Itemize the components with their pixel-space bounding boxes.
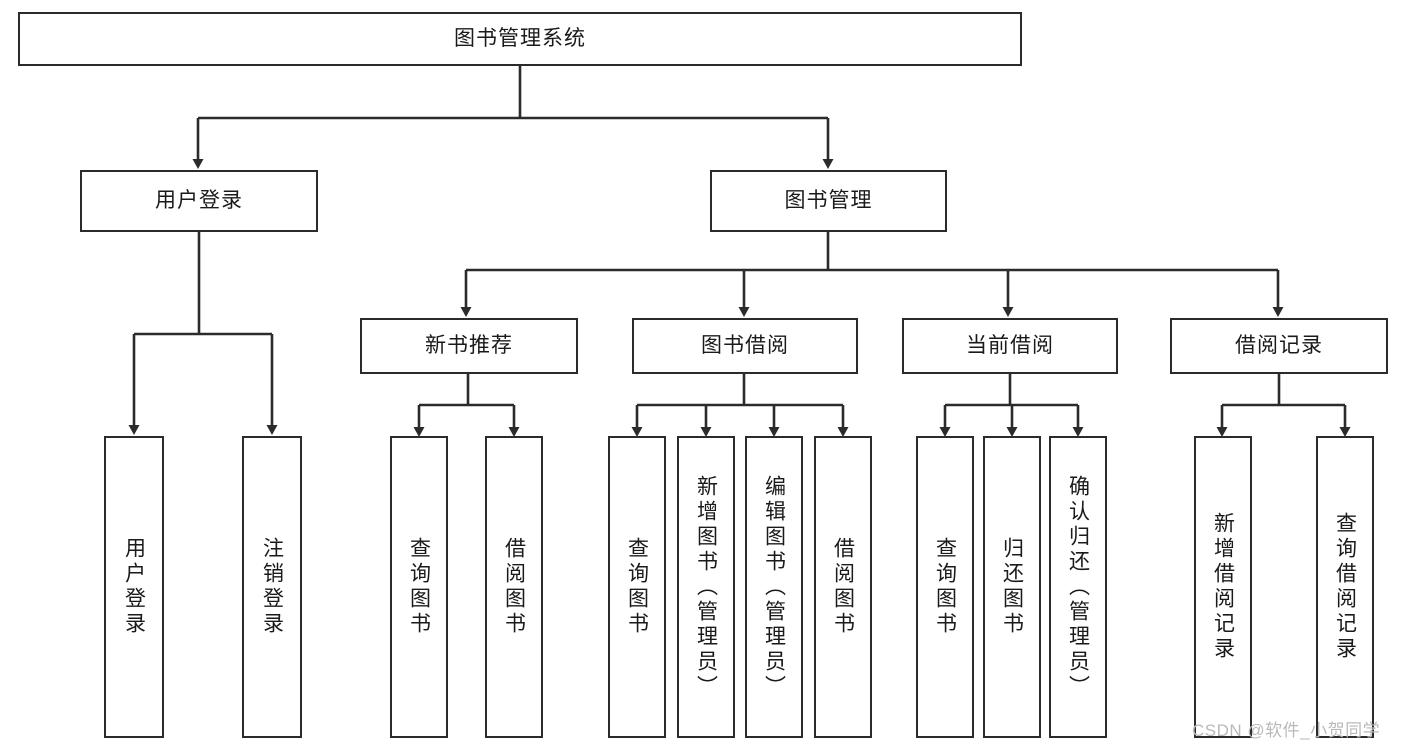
leaf-return-book-label: 归还图书 bbox=[1000, 537, 1024, 637]
node-root[interactable]: 图书管理系统 bbox=[18, 12, 1022, 66]
node-user-login[interactable]: 用户登录 bbox=[80, 170, 318, 232]
node-borrow-record-label: 借阅记录 bbox=[1235, 334, 1323, 358]
node-borrow-record[interactable]: 借阅记录 bbox=[1170, 318, 1388, 374]
leaf-query-borrow-record-label: 查询借阅记录 bbox=[1333, 512, 1357, 662]
leaf-edit-book-admin-label: 编辑图书（管理员） bbox=[762, 474, 786, 700]
node-user-login-label: 用户登录 bbox=[155, 189, 243, 213]
leaf-confirm-return-admin-label: 确认归还（管理员） bbox=[1066, 474, 1090, 700]
node-current-borrow[interactable]: 当前借阅 bbox=[902, 318, 1118, 374]
leaf-add-book-admin[interactable]: 新增图书（管理员） bbox=[677, 436, 735, 738]
leaf-edit-book-admin[interactable]: 编辑图书（管理员） bbox=[745, 436, 803, 738]
leaf-borrow-book[interactable]: 借阅图书 bbox=[814, 436, 872, 738]
node-book-borrow-label: 图书借阅 bbox=[701, 334, 789, 358]
node-book-management-label: 图书管理 bbox=[784, 189, 873, 213]
node-book-borrow[interactable]: 图书借阅 bbox=[632, 318, 858, 374]
leaf-borrow-book-recommend-label: 借阅图书 bbox=[502, 537, 526, 637]
leaf-query-borrow-record[interactable]: 查询借阅记录 bbox=[1316, 436, 1374, 738]
leaf-user-login-label: 用户登录 bbox=[122, 537, 146, 637]
node-book-management[interactable]: 图书管理 bbox=[710, 170, 947, 232]
node-root-label: 图书管理系统 bbox=[454, 27, 586, 51]
leaf-add-borrow-record-label: 新增借阅记录 bbox=[1211, 512, 1235, 662]
leaf-add-book-admin-label: 新增图书（管理员） bbox=[694, 474, 718, 700]
leaf-confirm-return-admin[interactable]: 确认归还（管理员） bbox=[1049, 436, 1107, 738]
leaf-query-book-current[interactable]: 查询图书 bbox=[916, 436, 974, 738]
node-current-borrow-label: 当前借阅 bbox=[966, 334, 1054, 358]
node-new-book-recommend[interactable]: 新书推荐 bbox=[360, 318, 578, 374]
leaf-query-book-recommend-label: 查询图书 bbox=[407, 537, 431, 637]
leaf-query-book-current-label: 查询图书 bbox=[933, 537, 957, 637]
leaf-borrow-book-label: 借阅图书 bbox=[831, 537, 855, 637]
leaf-return-book[interactable]: 归还图书 bbox=[983, 436, 1041, 738]
leaf-logout[interactable]: 注销登录 bbox=[242, 436, 302, 738]
leaf-user-login[interactable]: 用户登录 bbox=[104, 436, 164, 738]
node-new-book-recommend-label: 新书推荐 bbox=[425, 334, 513, 358]
leaf-logout-label: 注销登录 bbox=[260, 537, 284, 637]
leaf-add-borrow-record[interactable]: 新增借阅记录 bbox=[1194, 436, 1252, 738]
csdn-watermark: CSDN @软件_小贺同学 bbox=[1192, 721, 1381, 740]
leaf-borrow-book-recommend[interactable]: 借阅图书 bbox=[485, 436, 543, 738]
leaf-query-book-borrow-label: 查询图书 bbox=[625, 537, 649, 637]
leaf-query-book-recommend[interactable]: 查询图书 bbox=[390, 436, 448, 738]
leaf-query-book-borrow[interactable]: 查询图书 bbox=[608, 436, 666, 738]
